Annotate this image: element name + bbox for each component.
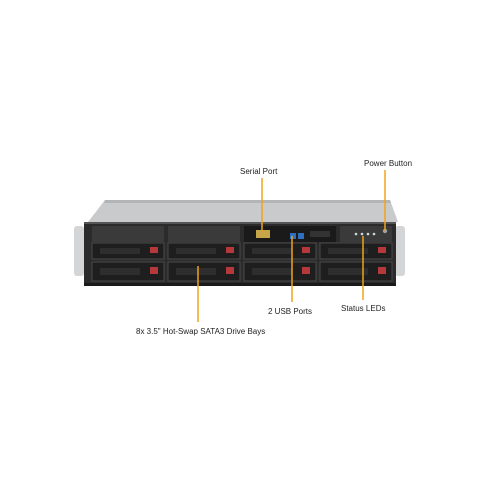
drive-bay [319, 242, 393, 260]
usb-ports-label: 2 USB Ports [268, 307, 313, 316]
left-rack-ear [74, 226, 84, 276]
drive-bay [319, 261, 393, 282]
serial-port [256, 230, 270, 238]
serial-port-label: Serial Port [240, 167, 278, 176]
drive-bay [243, 261, 317, 282]
status-led [360, 232, 364, 236]
drive-bays [91, 242, 393, 282]
right-rack-ear [395, 226, 405, 276]
chassis-top-cover [88, 200, 398, 222]
control-panel [244, 226, 336, 242]
usb-port [298, 233, 304, 239]
status-led [354, 232, 358, 236]
drive-bay [167, 261, 241, 282]
drive-bay [91, 242, 165, 260]
status-leds-label: Status LEDs [341, 304, 386, 313]
drive-bay [167, 242, 241, 260]
status-panel [340, 226, 392, 242]
usb-port [290, 233, 296, 239]
drive-bay [243, 242, 317, 260]
status-led [366, 232, 370, 236]
power-button-label: Power Button [364, 159, 413, 168]
drive-bays-label: 8x 3.5" Hot-Swap SATA3 Drive Bays [136, 327, 266, 336]
status-led [372, 232, 376, 236]
front-vents [92, 226, 240, 242]
leader-lines [197, 170, 386, 322]
drive-bay [91, 261, 165, 282]
